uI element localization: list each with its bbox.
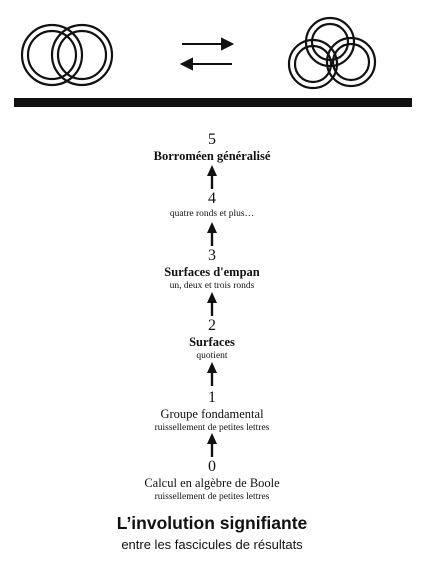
level-0: 0 Calcul en algèbre de Boole ruisselleme… xyxy=(0,459,424,502)
level-subtitle: un, deux et trois ronds xyxy=(169,280,255,291)
caption-subtitle: entre les fascicules de résultats xyxy=(121,537,303,552)
level-title: Surfaces d'empan xyxy=(164,265,260,279)
level-title: Groupe fondamental xyxy=(160,407,264,421)
level-title: Surfaces xyxy=(189,335,235,349)
header-divider xyxy=(14,98,412,107)
level-title: Borroméen généralisé xyxy=(153,149,271,163)
level-subtitle: ruissellement de petites lettres xyxy=(154,491,270,502)
up-arrow-icon xyxy=(207,433,217,457)
up-arrow-icon xyxy=(207,292,217,316)
caption-title: L’involution signifiante xyxy=(116,513,308,533)
exchange-arrows-icon xyxy=(179,37,235,71)
up-arrow-icon xyxy=(207,165,217,189)
level-title: Calcul en algèbre de Boole xyxy=(144,476,280,490)
two-rings-icon xyxy=(20,23,114,87)
level-subtitle: quotient xyxy=(196,350,228,361)
level-number: 5 xyxy=(208,131,216,148)
level-subtitle: quatre ronds et plus… xyxy=(169,209,255,219)
level-3: 3 Surfaces d'empan un, deux et trois ron… xyxy=(0,248,424,291)
level-number: 2 xyxy=(208,317,216,334)
knot-illustration-header xyxy=(20,16,377,90)
level-number: 1 xyxy=(208,389,216,406)
level-number: 0 xyxy=(208,458,216,475)
level-number: 4 xyxy=(208,190,216,207)
up-arrow-icon xyxy=(207,222,217,246)
borromean-knot-icon xyxy=(287,16,377,90)
level-4: 4 quatre ronds et plus… xyxy=(0,191,424,220)
level-5: 5 Borroméen généralisé xyxy=(0,132,424,163)
level-subtitle: ruissellement de petites lettres xyxy=(154,422,270,433)
level-1: 1 Groupe fondamental ruissellement de pe… xyxy=(0,390,424,433)
up-arrow-icon xyxy=(207,362,217,386)
level-2: 2 Surfaces quotient xyxy=(0,318,424,361)
level-number: 3 xyxy=(208,247,216,264)
